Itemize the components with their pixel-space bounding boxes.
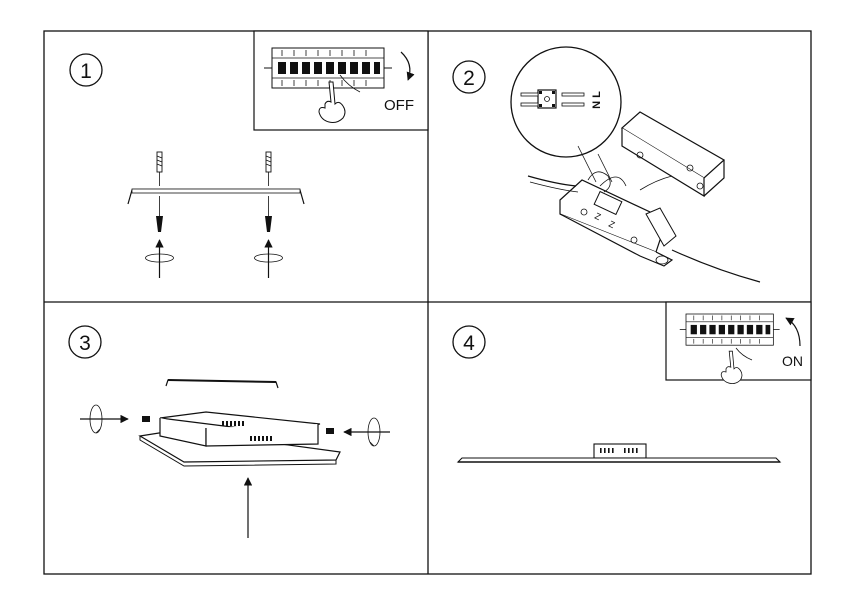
installed-fixture [456,443,782,463]
supply-cables [527,171,761,283]
bracket-top [165,379,279,389]
step-3-panel: 3 [68,325,390,538]
step-1-number: 1 [80,60,92,83]
step-4-panel: 4 ON [452,301,812,463]
step-1-panel: 1 OFF [69,30,429,278]
step-4-number: 4 [463,332,475,355]
terminal-magnifier: N L [510,46,622,183]
terminal-mark-2: Z [607,219,617,231]
step-2-badge: 2 [452,60,486,94]
fixture-housing [138,411,341,467]
step-2-number: 2 [463,67,475,90]
step-3-number: 3 [79,332,91,355]
breaker-inset-on: ON [665,301,812,385]
on-label: ON [782,353,803,369]
step-2-panel: 2 N L [452,46,761,283]
rotate-arrow-icon [785,317,801,347]
wall-plug-right [254,151,283,278]
wall-plug-left [145,151,174,278]
terminal-block: Z Z [559,179,677,267]
wire-labels: N L [591,91,603,109]
step-4-badge: 4 [452,325,486,359]
terminal-mark-1: Z [593,211,603,223]
step-1-badge: 1 [69,53,103,87]
off-label: OFF [384,97,414,114]
step-3-badge: 3 [68,325,102,359]
rotate-arrow-icon [400,51,415,81]
breaker-inset-off: OFF [253,30,429,131]
mounting-bracket [127,188,305,205]
screw-right [326,417,390,447]
screw-left [80,404,150,434]
terminal-block-cover [620,111,726,198]
